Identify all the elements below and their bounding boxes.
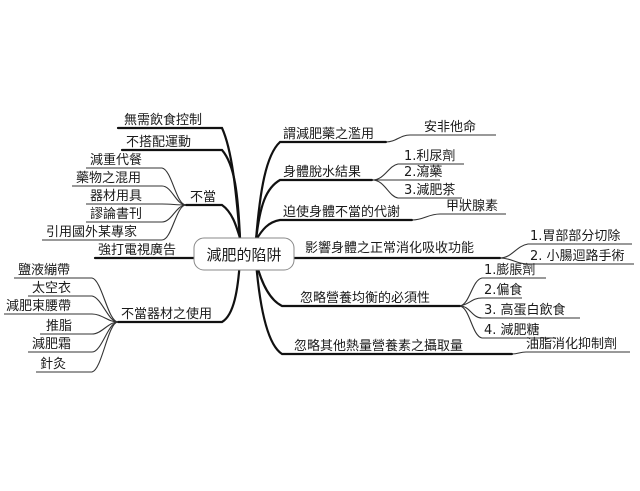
twig-equip-2 xyxy=(4,313,119,323)
left-equipment-child-4: 減肥霜 xyxy=(32,336,71,352)
left-equipment-child-0: 鹽液繃帶 xyxy=(18,262,70,278)
twig-improper-0 xyxy=(86,167,187,206)
left-top-item-1: 不搭配運動 xyxy=(126,134,191,150)
center-node: 減肥的陷阱 xyxy=(193,237,295,271)
twig-r4-0 xyxy=(499,243,632,259)
branch-r3 xyxy=(254,218,414,242)
right-label-1: 身體脫水結果 xyxy=(283,164,361,180)
twig-r2-2 xyxy=(371,179,462,199)
branch-r2 xyxy=(254,178,374,242)
twig-r4-1 xyxy=(499,257,634,265)
right-label-3: 影響身體之正常消化吸收功能 xyxy=(305,240,474,256)
branch-r1 xyxy=(254,140,388,242)
right-child-1-2: 3.減肥茶 xyxy=(404,182,455,198)
branch-to-improper xyxy=(184,203,242,240)
left-equipment-label: 不當器材之使用 xyxy=(121,306,212,322)
main-branches xyxy=(93,126,514,356)
right-child-labels: 安非他命 1.利尿劑 2.瀉藥 3.減肥茶 甲狀腺素 1.胃部部分切除 2. 小… xyxy=(404,119,625,352)
twig-improper-2 xyxy=(86,203,187,206)
left-equipment-child-5: 針灸 xyxy=(40,357,66,372)
branch-r6 xyxy=(254,260,514,356)
twig-r6-0 xyxy=(511,351,630,355)
twig-r1-0 xyxy=(385,134,496,143)
twig-improper-4 xyxy=(42,204,187,241)
twig-r5-0 xyxy=(459,277,546,307)
left-equipment-child-3: 推脂 xyxy=(46,319,72,334)
right-child-4-2: 3. 高蛋白飲食 xyxy=(484,302,566,318)
left-improper-child-4: 引用國外某專家 xyxy=(46,224,137,240)
twig-r5-2 xyxy=(459,305,580,319)
left-equipment-child-2: 減肥束腰帶 xyxy=(6,298,71,314)
left-improper-child-2: 器材用具 xyxy=(90,189,142,204)
right-label-0: 謂減肥藥之濫用 xyxy=(283,126,374,142)
right-child-2-0: 甲狀腺素 xyxy=(446,199,498,214)
twigs xyxy=(4,134,634,373)
left-top-item-0: 無需飲食控制 xyxy=(124,112,202,128)
right-child-4-1: 2.偏食 xyxy=(484,282,522,298)
twig-equip-0 xyxy=(14,277,119,323)
left-improper-child-0: 減重代餐 xyxy=(90,152,142,168)
twig-r5-3 xyxy=(459,305,556,339)
twig-r3-0 xyxy=(411,213,506,221)
left-improper-child-1: 藥物之混用 xyxy=(76,171,141,186)
right-child-0-0: 安非他命 xyxy=(424,119,476,135)
right-child-1-0: 1.利尿劑 xyxy=(404,148,455,164)
right-child-1-1: 2.瀉藥 xyxy=(404,164,442,180)
left-labels: 無需飲食控制 不搭配運動 不當 減重代餐 藥物之混用 器材用具 謬論書刊 引用國… xyxy=(6,112,216,372)
branch-to-not-exercise xyxy=(120,148,242,240)
right-child-5-0: 油脂消化抑制劑 xyxy=(526,336,617,352)
right-child-3-1: 2. 小腸迴路手術 xyxy=(530,248,625,264)
right-child-4-0: 1.膨脹劑 xyxy=(484,262,535,278)
right-label-2: 迫使身體不當的代謝 xyxy=(283,204,400,220)
center-label: 減肥的陷阱 xyxy=(206,246,281,264)
right-label-5: 忽略其他熱量營養素之攝取量 xyxy=(294,338,463,354)
left-improper-label: 不當 xyxy=(190,190,216,205)
twig-improper-1 xyxy=(72,185,187,206)
twig-equip-5 xyxy=(36,321,119,373)
left-improper-child-3: 謬論書刊 xyxy=(90,206,142,222)
right-branch-labels: 謂減肥藥之濫用 身體脫水結果 迫使身體不當的代謝 影響身體之正常消化吸收功能 忽… xyxy=(283,126,474,354)
right-label-4: 忽略營養均衡的必須性 xyxy=(300,290,430,306)
left-equipment-child-1: 太空衣 xyxy=(32,280,71,296)
twig-r5-1 xyxy=(459,297,522,307)
right-child-4-3: 4. 減肥糖 xyxy=(484,322,540,338)
right-child-3-0: 1.胃部部分切除 xyxy=(530,229,620,244)
left-ad-label: 強打電視廣告 xyxy=(98,243,176,258)
